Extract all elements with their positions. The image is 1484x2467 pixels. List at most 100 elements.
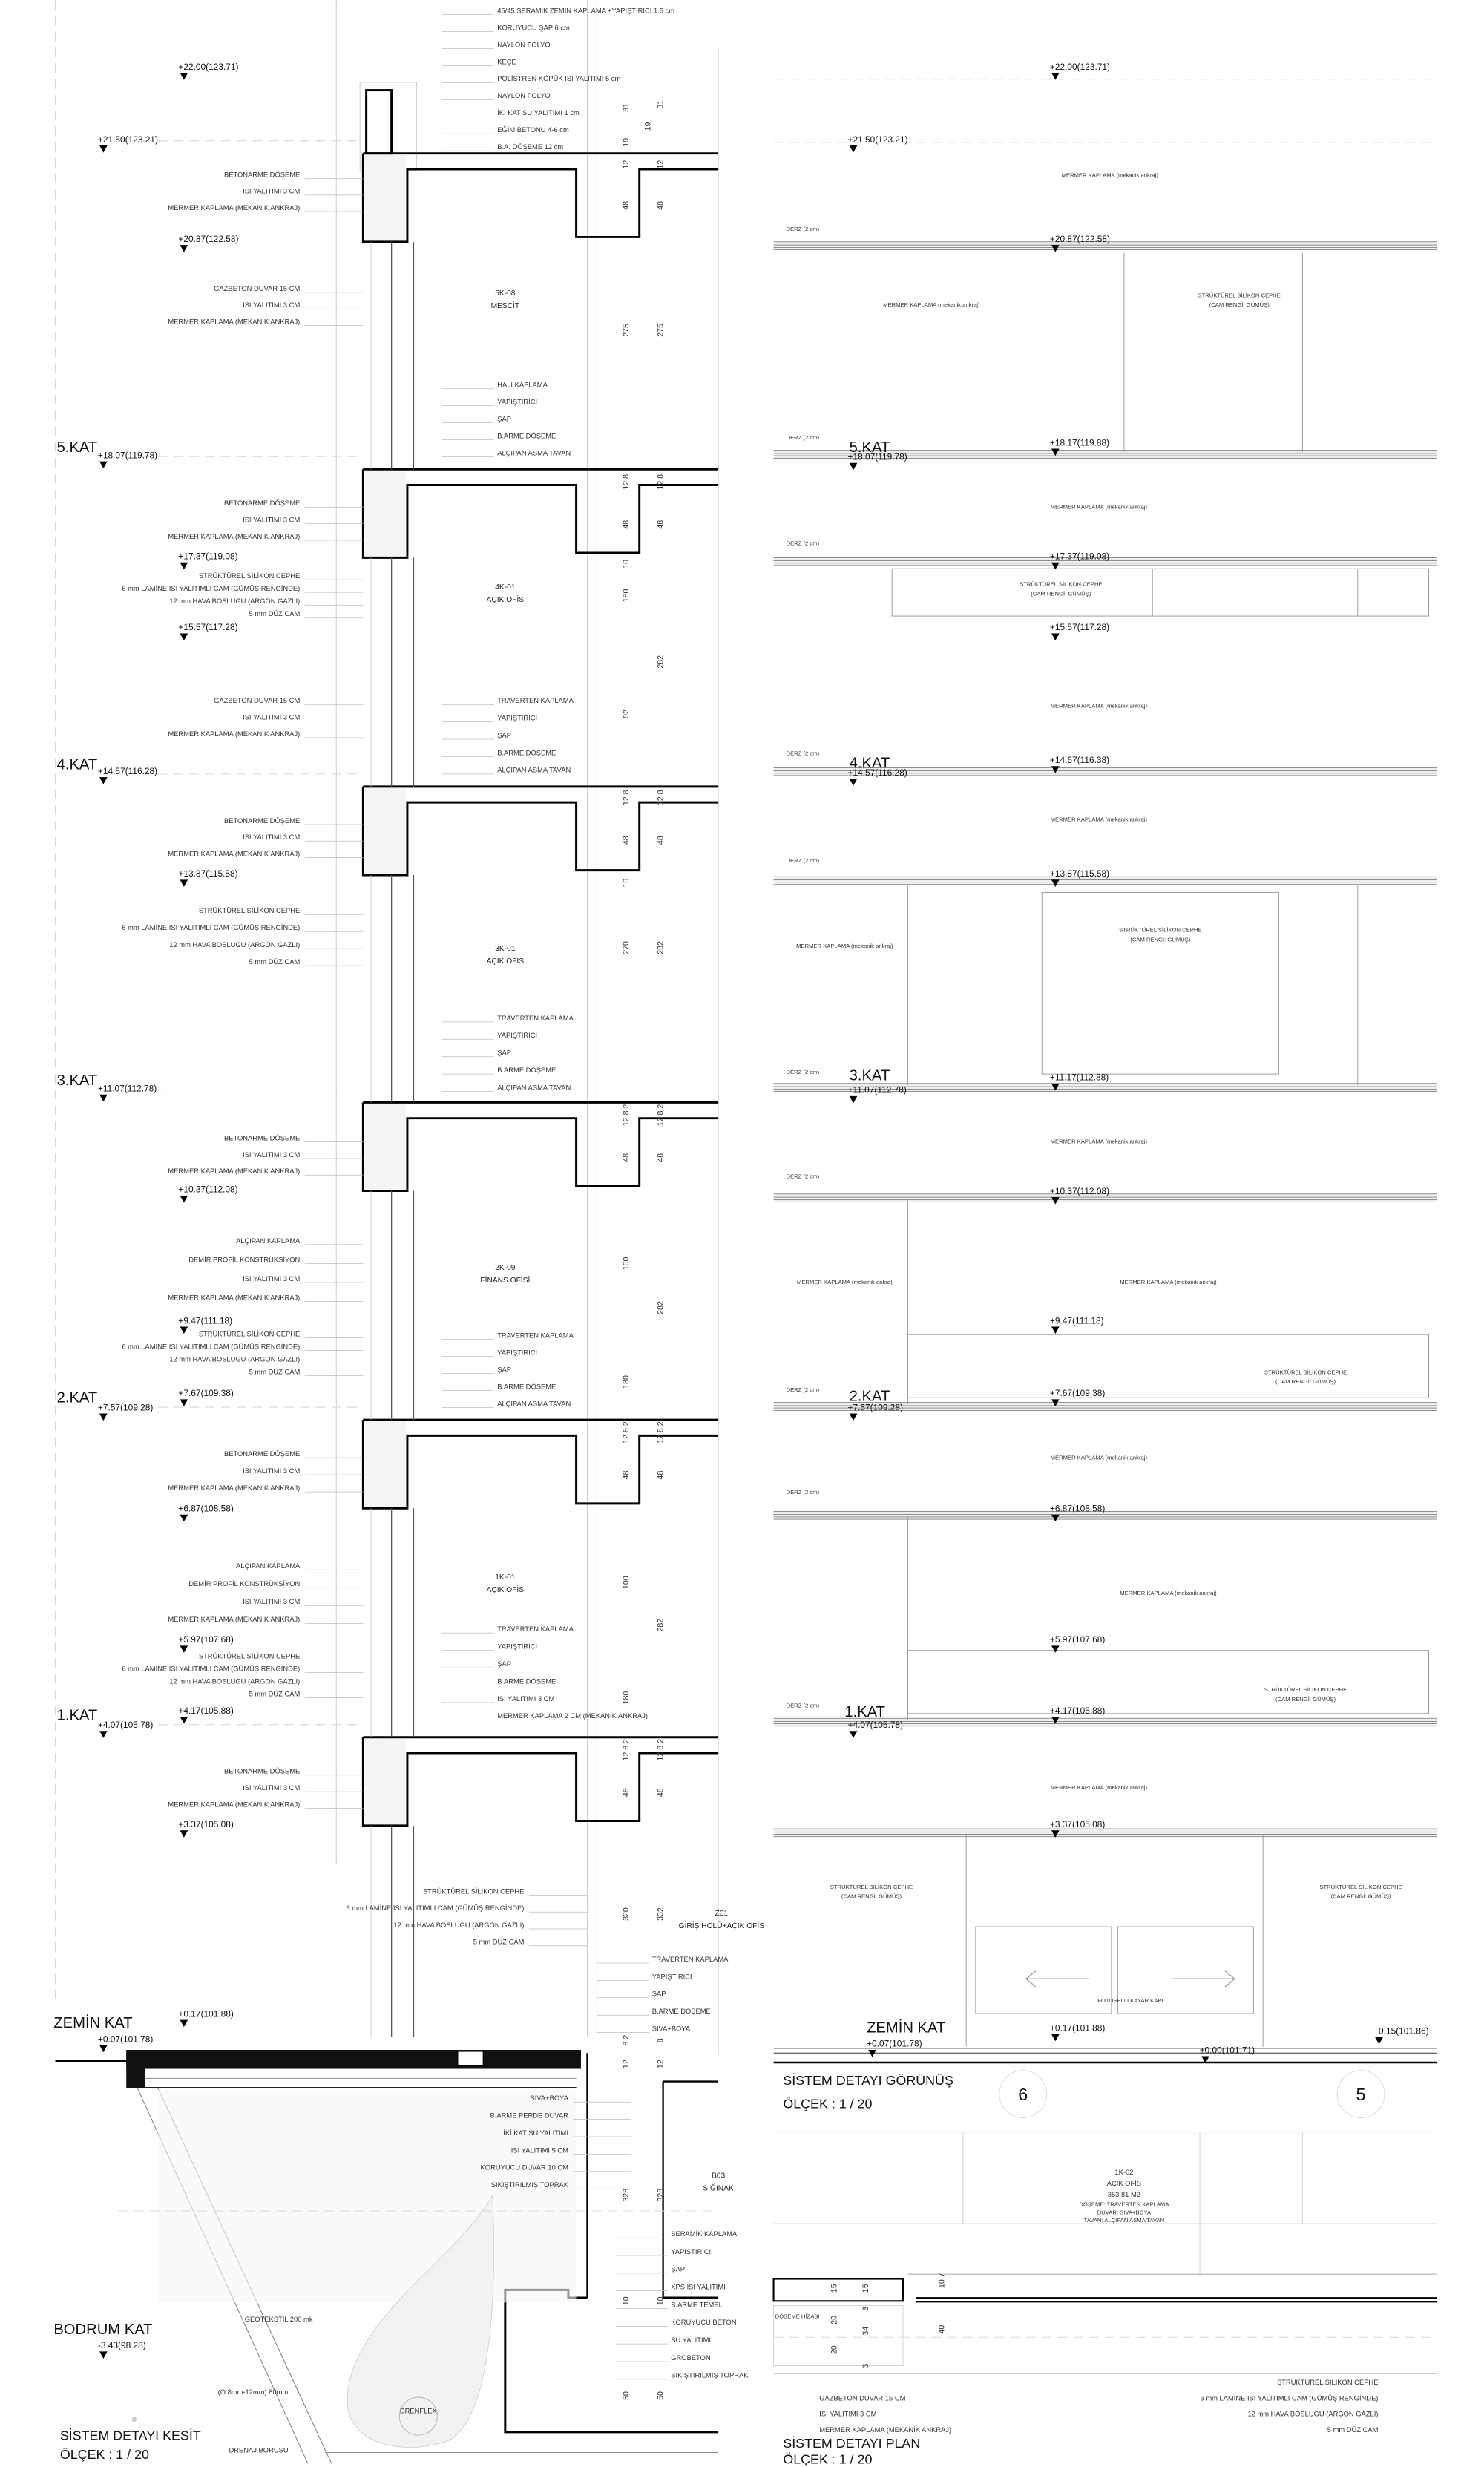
layer-annotation: ISI YALITIMI 3 CM (243, 1467, 300, 1475)
layer-annotation: STRÜKTÜREL SİLİKON CEPHE (199, 1652, 300, 1660)
layer-annotation: XPS ISI YALITIMI (671, 2284, 726, 2291)
dimension-value: 320 (622, 1907, 631, 1921)
facade-annotation: (CAM RENGİ: GÜMÜŞ) (1275, 1696, 1336, 1703)
level-label: +4.07(105.78) (848, 1720, 904, 1730)
level-marker-icon (1051, 766, 1060, 773)
layer-annotation: SU YALITIMI (671, 2336, 711, 2344)
dimension-value: 100 (622, 1257, 631, 1270)
level-label: +0.15(101.86) (1373, 2026, 1429, 2037)
dimension-value: 48 (622, 520, 631, 529)
level-marker-icon (1051, 1514, 1060, 1522)
layer-annotation: STRÜKTÜREL SİLİKON CEPHE (199, 907, 300, 914)
layer-annotation: 12 mm HAVA BOSLUGU (ARGON GAZLI) (169, 941, 300, 949)
room-name: AÇIK OFİS (487, 594, 525, 604)
joint-label: DERZ (2 cm) (787, 540, 820, 546)
layer-annotation: YAPIŞTIRICI (497, 1643, 537, 1651)
layer-annotation: GAZBETON DUVAR 15 CM (214, 697, 300, 704)
dimension-value: 48 (622, 1788, 631, 1797)
level-marker-icon (99, 777, 108, 784)
layer-annotation: MERMER KAPLAMA (MEKANİK ANKRAJ) (168, 1167, 300, 1175)
dimension-value: 19 (622, 138, 631, 147)
level-marker-icon (1051, 73, 1060, 80)
level-label: +4.17(105.88) (1050, 1706, 1106, 1716)
level-label: +14.57(116.28) (848, 767, 907, 778)
joint-band (773, 557, 1437, 566)
room-code: B03 (712, 2172, 725, 2180)
layer-annotation: B.ARME DÖŞEME (497, 1677, 556, 1685)
drainage-gravel (347, 2194, 494, 2448)
dimension-value: 3 (861, 2363, 870, 2368)
facade-annotation: STRÜKTÜREL SİLİKON CEPHE (1319, 1884, 1402, 1890)
facade-annotation: (CAM RENGİ: GÜMÜŞ) (1130, 936, 1191, 943)
layer-annotation: ISI YALITIMI 3 CM (243, 516, 300, 523)
layer-annotation: MERMER KAPLAMA 2 CM (MEKANİK ANKRAJ) (497, 1712, 648, 1720)
room-name: FİNANS OFİSİ (480, 1275, 530, 1285)
dimension-value: 12 8 2 (657, 1104, 666, 1127)
level-marker-icon (180, 633, 188, 641)
joint-label: DERZ (2 cm) (787, 750, 820, 756)
level-label: +18.17(119.88) (1050, 437, 1109, 448)
level-label: +17.37(119.08) (1050, 551, 1109, 561)
dimension-value: 48 (657, 201, 666, 210)
dimension-value: 19 (644, 122, 653, 131)
plan-room-label: 353.81 M2 (1108, 2191, 1140, 2198)
level-label: +22.00(123.71) (1050, 62, 1110, 72)
dimension-value: 12 8 2 (622, 1421, 631, 1444)
layer-annotation: ISI YALITIMI 3 CM (243, 833, 300, 841)
cladding-annotation: MERMER KAPLAMA (mekanik ankraj) (1051, 503, 1148, 510)
level-marker-icon (1051, 1326, 1060, 1334)
joint-label: DERZ (2 cm) (787, 434, 820, 441)
room-name: SIĞINAK (703, 2183, 734, 2192)
floor-slab (361, 785, 719, 877)
level-label: +18.07(119.78) (98, 450, 157, 460)
layer-annotation: MERMER KAPLAMA (MEKANİK ANKRAJ) (168, 1484, 300, 1492)
level-marker-icon (868, 2050, 876, 2057)
level-marker-icon (180, 1830, 188, 1838)
layer-annotation: GAZBETON DUVAR 15 CM (214, 285, 300, 292)
layer-annotation: 6 mm LAMİNE ISI YALITIMLI CAM (GÜMÜŞ REN… (346, 1904, 524, 1912)
layer-annotation: 5 mm DÜZ CAM (249, 958, 301, 966)
dimension-value: 48 (657, 836, 666, 845)
level-label: +0.07(101.78) (867, 2039, 922, 2049)
layer-annotation: SIKIŞTIRILMIŞ TOPRAK (491, 2181, 569, 2189)
level-label: +7.57(109.28) (98, 1402, 154, 1412)
layer-annotation: BETONARME DÖŞEME (224, 817, 300, 825)
drainage-annotation: GEOTEKSTİL 200 mk (245, 2316, 313, 2323)
facade-annotation: STRÜKTÜREL SİLİKON CEPHE (830, 1884, 913, 1890)
dimension-value: 31 (657, 100, 666, 109)
layer-annotation: YAPIŞTIRICI (497, 715, 537, 722)
room-code: 4K-01 (495, 583, 516, 592)
room-name: AÇIK OFİS (487, 1585, 525, 1594)
layer-annotation: STRÜKTÜREL SİLİKON CEPHE (199, 1330, 300, 1337)
floor-name: 3.KAT (57, 1072, 98, 1089)
joint-label: DERZ (2 cm) (787, 1173, 820, 1180)
dimension-value: 100 (622, 1576, 631, 1589)
layer-annotation: YAPIŞTIRICI (497, 1032, 537, 1039)
layer-annotation: SIKIŞTIRILMIŞ TOPRAK (671, 2372, 749, 2379)
level-marker-icon (1201, 2056, 1209, 2064)
facade-annotation: STRÜKTÜREL SİLİKON CEPHE (1264, 1369, 1347, 1375)
level-label: +7.67(109.38) (1050, 1388, 1106, 1398)
dimension-value: 275 (657, 324, 666, 337)
dimension-value: 48 (622, 201, 631, 210)
level-label: +0.17(101.88) (1050, 2022, 1106, 2033)
drainage-annotation: DRENFLEX (400, 2407, 438, 2414)
grid-axis-6-bubble (999, 2070, 1048, 2119)
layer-annotation: 12 mm HAVA BOSLUGU (ARGON GAZLI) (393, 1921, 524, 1929)
layer-annotation: MERMER KAPLAMA (MEKANİK ANKRAJ) (168, 204, 300, 212)
layer-annotation: ISI YALITIMI 3 CM (243, 1151, 300, 1159)
joint-band (773, 767, 1437, 776)
level-marker-icon (180, 1514, 188, 1522)
dimension-value: 12 8 (657, 474, 666, 490)
layer-annotation: ISI YALITIMI 3 CM (243, 713, 300, 721)
dimension-value: 48 (657, 1471, 666, 1480)
plan-room-label: 1K-02 (1114, 2169, 1133, 2176)
dimension-value: 50 (657, 2391, 666, 2400)
level-label: ±0.00(101.71) (1200, 2045, 1255, 2055)
dimension-value: 48 (622, 836, 631, 845)
joint-label: DERZ (2 cm) (787, 226, 820, 232)
layer-annotation: BETONARME DÖŞEME (224, 1768, 300, 1775)
room-code: 2K-09 (495, 1264, 516, 1272)
cladding-annotation: MERMER KAPLAMA (mekanik ankraj) (1051, 702, 1148, 709)
dimension-value: 328 (657, 2189, 666, 2202)
